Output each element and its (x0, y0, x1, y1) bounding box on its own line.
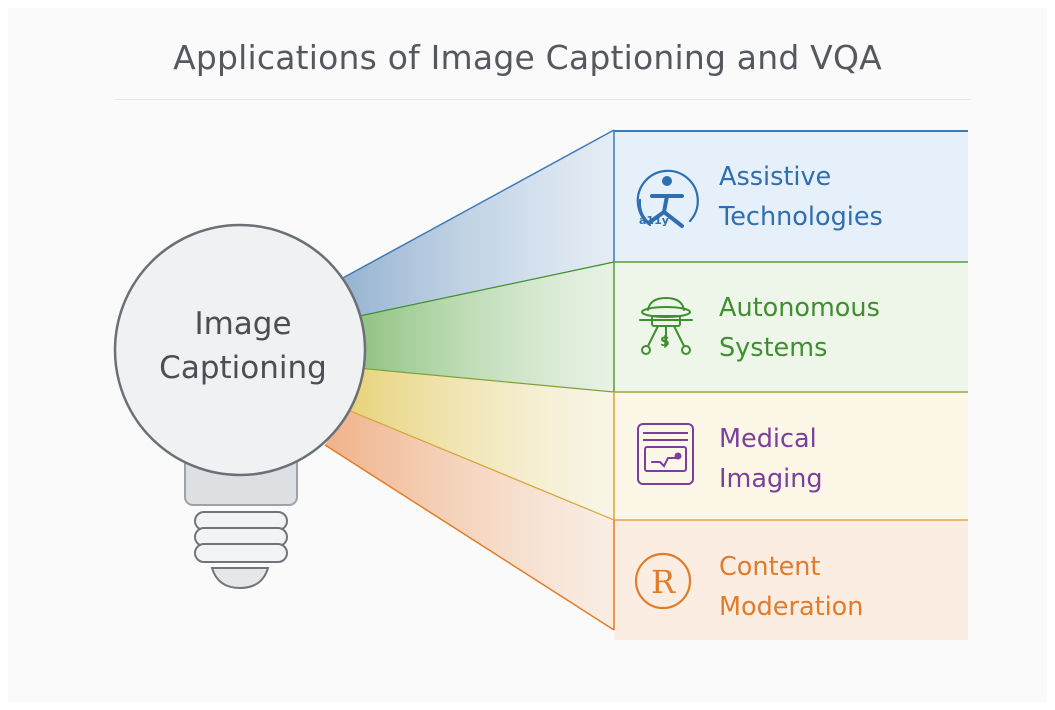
beam-edge (324, 444, 615, 631)
svg-text:R: R (651, 563, 676, 601)
center-label-line2: Captioning (159, 350, 327, 386)
label-line2: Systems (719, 333, 828, 363)
label-line1: Content (719, 552, 821, 582)
label-autonomous-systems: Autonomous Systems (719, 288, 880, 368)
page-title: Applications of Image Captioning and VQA (173, 38, 882, 77)
label-line2: Imaging (719, 464, 823, 494)
label-line2: Technologies (719, 202, 883, 232)
label-line1: Autonomous (719, 293, 880, 323)
beam-edge (349, 261, 615, 319)
label-line1: Assistive (719, 162, 832, 192)
drone-icon: $ (639, 296, 693, 355)
moderation-icon: R (634, 552, 692, 610)
panel-moderation (614, 520, 968, 640)
title-divider (115, 99, 970, 100)
beam-edge (356, 367, 615, 393)
center-label-line1: Image (194, 306, 292, 342)
bulb-circle (113, 223, 367, 477)
svg-text:$: $ (660, 334, 670, 350)
panel-medical (614, 392, 968, 520)
beam-edge (329, 129, 615, 286)
label-assistive-technologies: Assistive Technologies (719, 157, 883, 237)
monitor-scan-icon (637, 423, 694, 485)
beam-moderation (325, 410, 614, 630)
beam-medical (348, 368, 614, 520)
label-medical-imaging: Medical Imaging (719, 419, 823, 499)
label-line1: Medical (719, 424, 817, 454)
beam-autonomous (350, 262, 614, 392)
accessibility-icon: a11y (636, 169, 699, 228)
center-label: Image Captioning (128, 302, 358, 390)
beam-edge (347, 409, 615, 521)
beam-assistive (330, 130, 614, 318)
label-line2: Moderation (719, 592, 864, 622)
a11y-label: a11y (639, 214, 669, 227)
label-content-moderation: Content Moderation (719, 547, 863, 627)
